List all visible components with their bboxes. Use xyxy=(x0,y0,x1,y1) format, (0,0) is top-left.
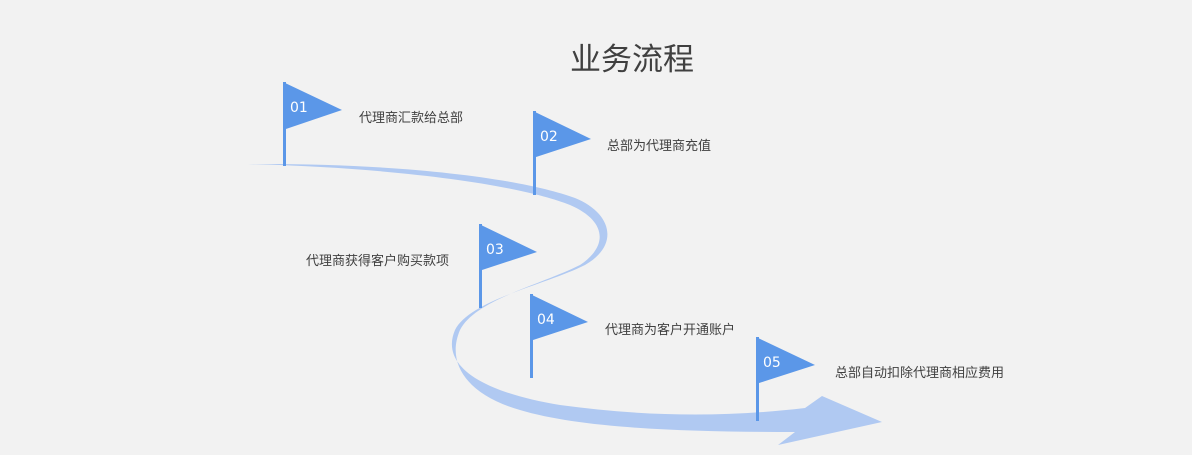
step-02-number: 02 xyxy=(540,129,558,145)
step-03-label: 代理商获得客户购买款项 xyxy=(306,254,450,269)
flag-05-icon xyxy=(756,337,815,384)
step-04-number: 04 xyxy=(537,312,555,328)
road-arrow xyxy=(248,163,882,445)
step-05-number: 05 xyxy=(763,355,781,371)
flag-02-icon xyxy=(533,111,591,158)
step-05-label: 总部自动扣除代理商相应费用 xyxy=(835,366,1005,381)
step-01-label: 代理商汇款给总部 xyxy=(359,111,464,126)
flag-04-icon xyxy=(530,294,588,341)
step-02-label: 总部为代理商充值 xyxy=(607,139,712,154)
flag-01-icon xyxy=(283,82,342,130)
step-01-number: 01 xyxy=(290,100,308,116)
step-04-label: 代理商为客户开通账户 xyxy=(605,323,736,338)
flag-poles xyxy=(283,82,815,421)
step-03-number: 03 xyxy=(486,242,504,258)
page-title: 业务流程 xyxy=(570,42,694,78)
flag-03-icon xyxy=(479,224,537,271)
